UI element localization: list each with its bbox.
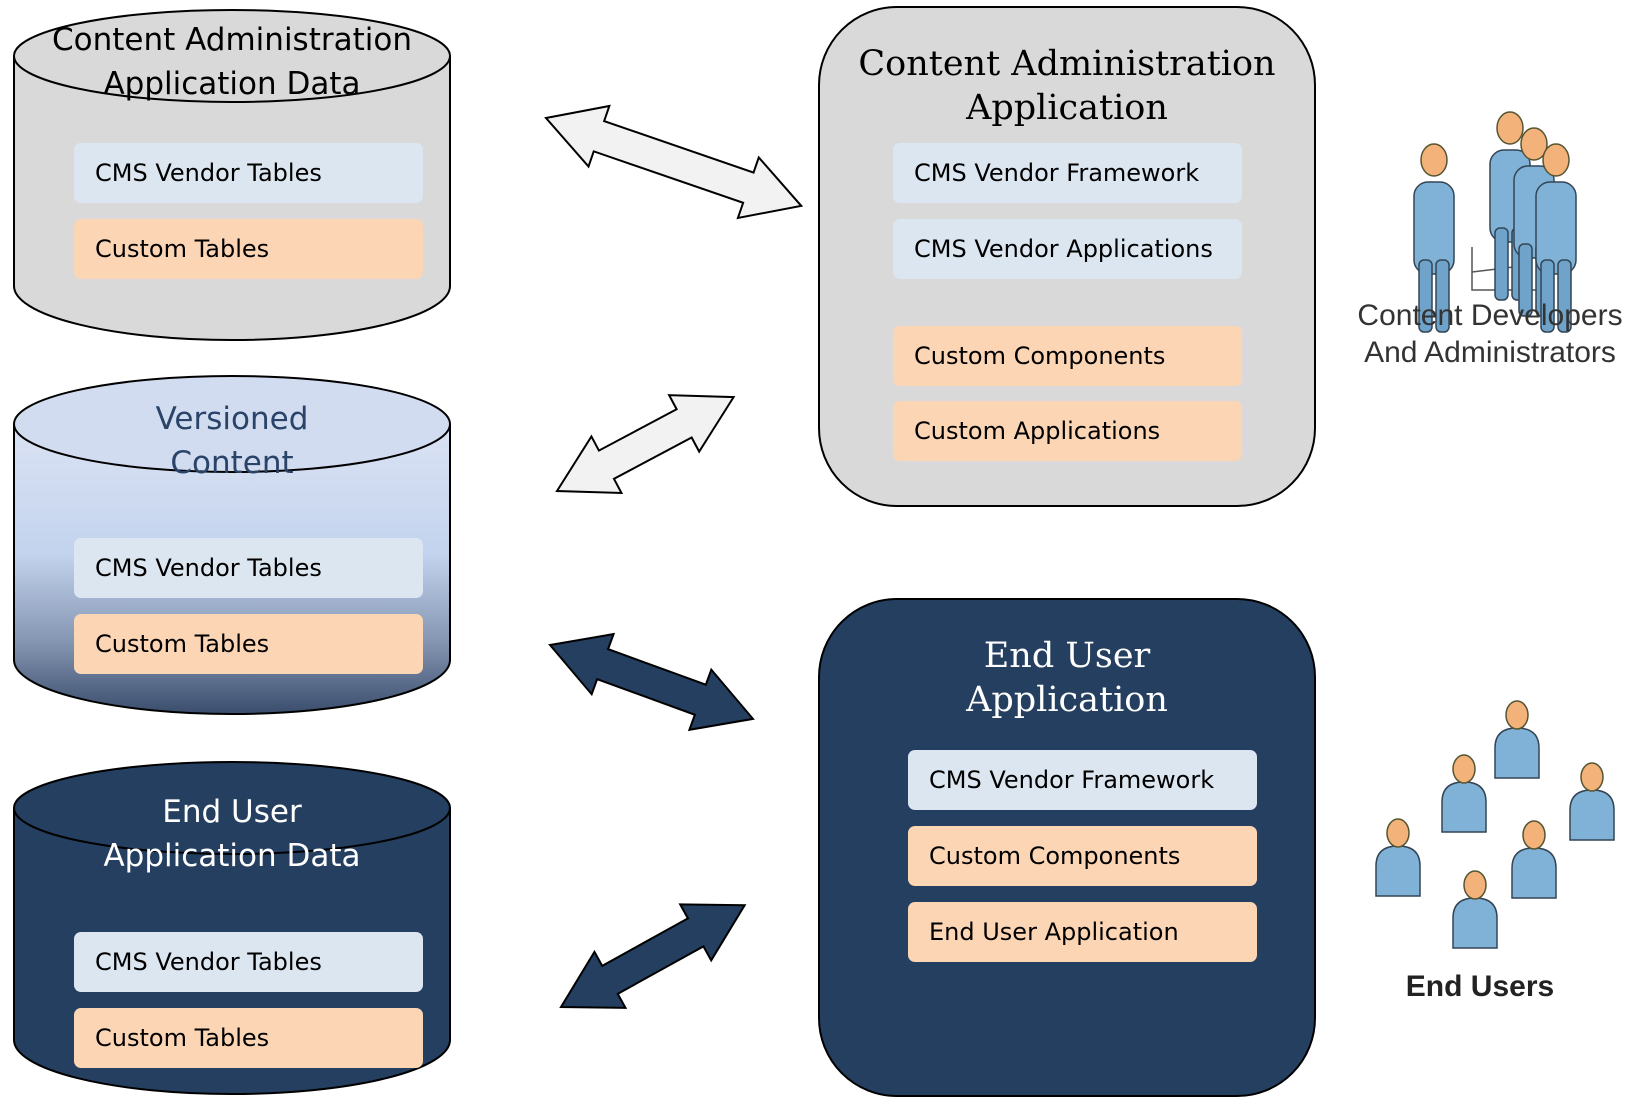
db1-vendor-tables: CMS Vendor Tables	[74, 143, 423, 203]
app2-end-user-application: End User Application	[908, 902, 1257, 962]
db2-custom-tables: Custom Tables	[74, 614, 423, 674]
double-arrow-4	[559, 903, 747, 1009]
app2-vendor-framework: CMS Vendor Framework	[908, 750, 1257, 810]
db3-vendor-tables: CMS Vendor Tables	[74, 932, 423, 992]
db1-custom-tables: Custom Tables	[74, 219, 423, 279]
double-arrow-1	[544, 104, 804, 220]
double-arrow-3	[548, 632, 755, 732]
app1-custom-applications: Custom Applications	[893, 401, 1242, 461]
app1-custom-components: Custom Components	[893, 326, 1242, 386]
end-users-label: End Users	[1405, 970, 1555, 1003]
app1-vendor-applications: CMS Vendor Applications	[893, 219, 1242, 279]
end-users-people-icon	[1375, 700, 1615, 949]
double-arrow-2	[555, 394, 736, 495]
app1-vendor-framework: CMS Vendor Framework	[893, 143, 1242, 203]
db3-custom-tables: Custom Tables	[74, 1008, 423, 1068]
app2-custom-components: Custom Components	[908, 826, 1257, 886]
db2-vendor-tables: CMS Vendor Tables	[74, 538, 423, 598]
admins-people-icon	[1413, 111, 1577, 333]
